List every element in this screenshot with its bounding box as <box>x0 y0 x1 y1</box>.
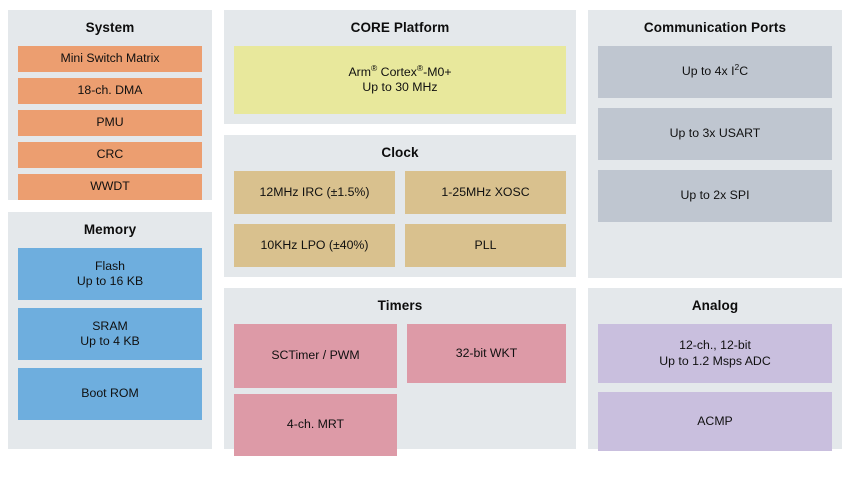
core-pre: Arm <box>348 64 371 79</box>
superscript-two-icon: 2 <box>734 62 740 73</box>
block-arm-cortex-m0plus[interactable]: Arm® Cortex®-M0+ Up to 30 MHz <box>234 46 566 114</box>
block-4ch-mrt[interactable]: 4-ch. MRT <box>234 394 397 456</box>
panel-communication-ports-blocks: Up to 4x I2C Up to 3x USART Up to 2x SPI <box>598 46 832 314</box>
comm-post: C <box>739 64 749 79</box>
block-label-line2: Up to 4 KB <box>80 334 140 348</box>
block-label-line2: Up to 30 MHz <box>362 80 438 94</box>
block-acmp[interactable]: ACMP <box>598 392 832 451</box>
block-flash[interactable]: Flash Up to 16 KB <box>18 248 202 300</box>
block-label: 10KHz LPO (±40%) <box>260 237 369 252</box>
block-label: 18-ch. DMA <box>77 83 143 98</box>
panel-system-blocks: Mini Switch Matrix 18-ch. DMA PMU CRC WW… <box>18 46 202 236</box>
block-label: WWDT <box>90 179 130 194</box>
panel-core-platform-blocks: Arm® Cortex®-M0+ Up to 30 MHz <box>234 46 566 114</box>
block-mini-switch-matrix[interactable]: Mini Switch Matrix <box>18 46 202 72</box>
core-post: -M0+ <box>423 64 452 79</box>
block-label: 4-ch. MRT <box>286 417 345 432</box>
block-label-line1: Boot ROM <box>81 386 139 401</box>
registered-trademark-icon: ® <box>371 62 378 73</box>
block-label-line1: Flash <box>94 258 126 273</box>
block-label: CRC <box>96 147 124 162</box>
comm-pre: Up to 4x I <box>681 64 735 79</box>
block-label: PLL <box>474 237 497 252</box>
block-label: SCTimer / PWM <box>271 348 360 363</box>
block-usart[interactable]: Up to 3x USART <box>598 108 832 160</box>
block-12mhz-irc[interactable]: 12MHz IRC (±1.5%) <box>234 171 395 214</box>
core-mid: Cortex <box>377 64 417 79</box>
panel-analog-title: Analog <box>691 298 739 313</box>
block-sctimer-pwm[interactable]: SCTimer / PWM <box>234 324 397 388</box>
block-label: Up to 4x I2C <box>681 62 749 79</box>
block-32bit-wkt[interactable]: 32-bit WKT <box>407 324 566 383</box>
block-label-line2: Up to 16 KB <box>76 274 144 288</box>
block-pmu[interactable]: PMU <box>18 110 202 136</box>
block-xosc[interactable]: 1-25MHz XOSC <box>405 171 566 214</box>
panel-timers-blocks: SCTimer / PWM 32-bit WKT 4-ch. MRT <box>234 324 566 456</box>
panel-system-title: System <box>85 20 135 35</box>
block-dma[interactable]: 18-ch. DMA <box>18 78 202 104</box>
block-adc[interactable]: 12-ch., 12-bit Up to 1.2 Msps ADC <box>598 324 832 383</box>
panel-clock: Clock 12MHz IRC (±1.5%) 1-25MHz XOSC 10K… <box>224 135 576 277</box>
block-crc[interactable]: CRC <box>18 142 202 168</box>
panel-communication-ports-title: Communication Ports <box>643 20 787 35</box>
block-boot-rom[interactable]: Boot ROM <box>18 368 202 420</box>
panel-analog: Analog 12-ch., 12-bit Up to 1.2 Msps ADC… <box>588 288 842 451</box>
panel-clock-blocks: 12MHz IRC (±1.5%) 1-25MHz XOSC 10KHz LPO… <box>234 171 566 267</box>
block-label: 12MHz IRC (±1.5%) <box>259 184 370 199</box>
panel-memory-title: Memory <box>83 222 137 237</box>
block-label-line1: SRAM <box>92 318 128 333</box>
panel-core-platform: CORE Platform Arm® Cortex®-M0+ Up to 30 … <box>224 10 576 124</box>
panel-clock-title: Clock <box>381 145 419 160</box>
block-spi[interactable]: Up to 2x SPI <box>598 170 832 222</box>
block-pll[interactable]: PLL <box>405 224 566 267</box>
panel-memory: Memory Flash Up to 16 KB SRAM Up to 4 KB… <box>8 212 212 449</box>
block-label: 32-bit WKT <box>455 345 518 360</box>
block-label: Mini Switch Matrix <box>60 51 160 66</box>
block-label: Up to 2x SPI <box>680 188 750 203</box>
panel-memory-blocks: Flash Up to 16 KB SRAM Up to 4 KB Boot R… <box>18 248 202 485</box>
block-label: PMU <box>96 115 124 130</box>
block-10khz-lpo[interactable]: 10KHz LPO (±40%) <box>234 224 395 267</box>
block-label: 1-25MHz XOSC <box>441 184 530 199</box>
block-sram[interactable]: SRAM Up to 4 KB <box>18 308 202 360</box>
block-label: Up to 3x USART <box>669 126 761 141</box>
block-label-line2: Up to 1.2 Msps ADC <box>659 353 771 368</box>
block-diagram: System Mini Switch Matrix 18-ch. DMA PMU… <box>8 10 842 456</box>
block-label-line1: Arm® Cortex®-M0+ <box>348 62 452 80</box>
registered-trademark-icon: ® <box>416 62 424 73</box>
panel-core-platform-title: CORE Platform <box>350 20 450 35</box>
panel-timers: Timers SCTimer / PWM 32-bit WKT 4-ch. MR… <box>224 288 576 456</box>
block-i2c[interactable]: Up to 4x I2C <box>598 46 832 98</box>
panel-timers-title: Timers <box>377 298 423 313</box>
panel-communication-ports: Communication Ports Up to 4x I2C Up to 3… <box>588 10 842 278</box>
block-label-line1: 12-ch., 12-bit <box>679 338 751 353</box>
panel-system: System Mini Switch Matrix 18-ch. DMA PMU… <box>8 10 212 200</box>
block-wwdt[interactable]: WWDT <box>18 174 202 200</box>
block-label-line1: ACMP <box>697 413 733 428</box>
panel-analog-blocks: 12-ch., 12-bit Up to 1.2 Msps ADC ACMP <box>598 324 832 485</box>
